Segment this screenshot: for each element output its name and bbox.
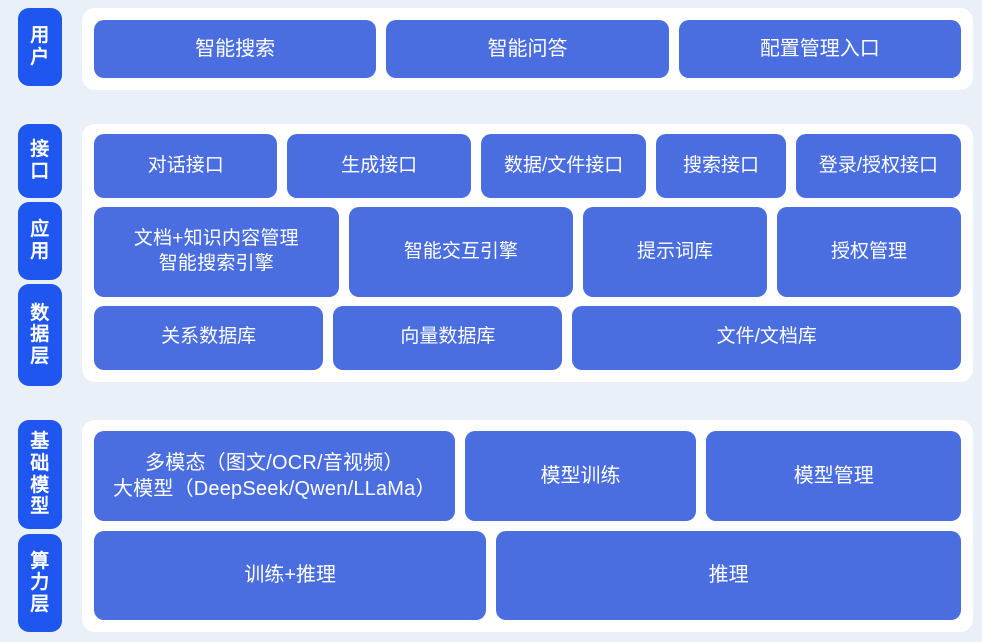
node-intelligent-interaction-engine[interactable]: 智能交互引擎 bbox=[348, 207, 574, 297]
node-inference[interactable]: 推理 bbox=[496, 530, 961, 620]
node-model-training[interactable]: 模型训练 bbox=[464, 431, 697, 521]
layer-tab-application[interactable]: 应 用 bbox=[18, 202, 62, 280]
node-vector-database[interactable]: 向量数据库 bbox=[333, 305, 563, 370]
row-data: 关系数据库 向量数据库 文件/文档库 bbox=[94, 305, 961, 370]
section-user: 用 户 智能搜索 智能问答 配置管理入口 bbox=[0, 0, 982, 100]
rail-middle: 接 口 应 用 数 据 层 bbox=[0, 118, 72, 392]
card-middle: 对话接口 生成接口 数据/文件接口 搜索接口 登录/授权接口 文档+知识内容管理… bbox=[82, 124, 973, 382]
node-config-management-entry[interactable]: 配置管理入口 bbox=[678, 20, 961, 78]
node-intelligent-qa[interactable]: 智能问答 bbox=[386, 20, 669, 78]
layer-tab-data[interactable]: 数 据 层 bbox=[18, 284, 62, 386]
layer-tab-data-char-0: 数 bbox=[30, 302, 50, 324]
layer-tab-interface-char-1: 口 bbox=[30, 161, 50, 182]
node-model-management[interactable]: 模型管理 bbox=[706, 431, 961, 521]
rail-user: 用 户 bbox=[0, 0, 72, 100]
node-data-file-api[interactable]: 数据/文件接口 bbox=[480, 134, 647, 199]
layer-tab-application-char-0: 应 bbox=[30, 219, 50, 241]
layer-tab-user[interactable]: 用 户 bbox=[18, 8, 62, 86]
layer-tab-foundation-model[interactable]: 基 础 模 型 bbox=[18, 420, 62, 530]
node-intelligent-search[interactable]: 智能搜索 bbox=[94, 20, 377, 78]
section-middle: 接 口 应 用 数 据 层 对话接口 生成接口 数据/文件接口 搜索接口 登录/… bbox=[0, 118, 982, 392]
layer-tab-compute-char-1: 力 bbox=[30, 572, 50, 594]
node-relational-database[interactable]: 关系数据库 bbox=[94, 305, 324, 370]
node-prompt-library[interactable]: 提示词库 bbox=[583, 207, 768, 297]
layer-tab-foundation-model-char-2: 模 bbox=[30, 474, 50, 496]
node-training-plus-inference[interactable]: 训练+推理 bbox=[94, 530, 487, 620]
card-base: 多模态（图文/OCR/音视频） 大模型（DeepSeek/Qwen/LLaMa）… bbox=[82, 420, 973, 632]
node-doc-knowledge-management[interactable]: 文档+知识内容管理 智能搜索引擎 bbox=[94, 207, 339, 297]
node-authorization-management[interactable]: 授权管理 bbox=[777, 207, 962, 297]
row-foundation-model: 多模态（图文/OCR/音视频） 大模型（DeepSeek/Qwen/LLaMa）… bbox=[94, 431, 961, 521]
node-search-api[interactable]: 搜索接口 bbox=[656, 134, 786, 199]
node-dialog-api[interactable]: 对话接口 bbox=[94, 134, 278, 199]
row-application: 文档+知识内容管理 智能搜索引擎 智能交互引擎 提示词库 授权管理 bbox=[94, 207, 962, 297]
layer-tab-data-char-1: 据 bbox=[30, 324, 50, 346]
section-base: 基 础 模 型 算 力 层 多模态（图文/OCR/音视频） 大模型（DeepSe… bbox=[0, 412, 982, 642]
node-generation-api[interactable]: 生成接口 bbox=[287, 134, 471, 199]
layer-tab-interface[interactable]: 接 口 bbox=[18, 124, 62, 198]
node-multimodal-large-model[interactable]: 多模态（图文/OCR/音视频） 大模型（DeepSeek/Qwen/LLaMa） bbox=[94, 431, 455, 521]
row-compute: 训练+推理 推理 bbox=[94, 530, 961, 620]
rail-base: 基 础 模 型 算 力 层 bbox=[0, 412, 72, 642]
layer-tab-interface-char-0: 接 bbox=[30, 139, 50, 161]
layer-tab-user-char-0: 用 bbox=[30, 25, 50, 47]
row-interface: 对话接口 生成接口 数据/文件接口 搜索接口 登录/授权接口 bbox=[94, 134, 962, 199]
layer-tab-data-char-2: 层 bbox=[30, 345, 50, 367]
layer-tab-foundation-model-char-3: 型 bbox=[30, 496, 50, 518]
layer-tab-user-char-1: 户 bbox=[30, 47, 50, 68]
layer-tab-foundation-model-char-0: 基 bbox=[30, 431, 50, 453]
node-login-auth-api[interactable]: 登录/授权接口 bbox=[795, 134, 962, 199]
node-file-document-store[interactable]: 文件/文档库 bbox=[572, 305, 961, 370]
layer-tab-foundation-model-char-1: 础 bbox=[30, 453, 50, 475]
layer-tab-compute-char-0: 算 bbox=[30, 550, 50, 572]
row-user: 智能搜索 智能问答 配置管理入口 bbox=[94, 20, 961, 78]
layer-tab-compute-char-2: 层 bbox=[30, 594, 50, 616]
layer-tab-compute[interactable]: 算 力 层 bbox=[18, 534, 62, 632]
layer-tab-application-char-1: 用 bbox=[30, 241, 50, 262]
card-user: 智能搜索 智能问答 配置管理入口 bbox=[82, 8, 973, 90]
